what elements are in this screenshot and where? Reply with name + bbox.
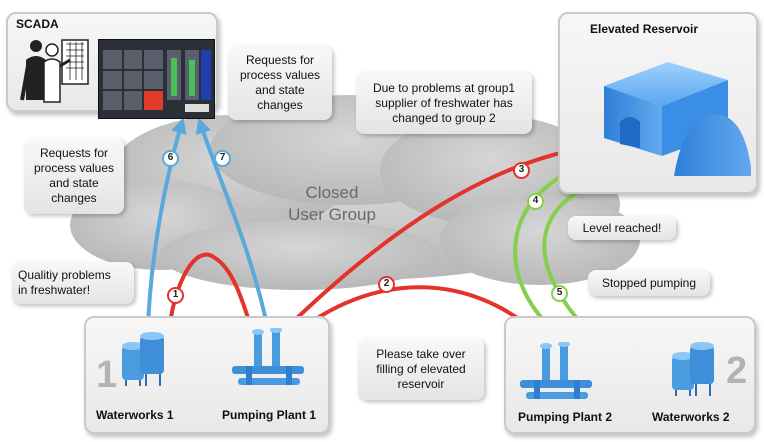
pumping-plant-1-label: Pumping Plant 1: [222, 408, 317, 422]
callout-line: supplier of freshwater has: [375, 95, 513, 110]
reservoir-panel: Elevated Reservoir: [558, 12, 758, 194]
step-badge-4: 4: [527, 193, 544, 210]
callout-line: and state: [255, 83, 305, 97]
callout-quality: Qualitiy problems in freshwater!: [12, 262, 134, 304]
scada-panel: SCADA: [6, 12, 218, 119]
callout-group-change: Due to problems at group1 supplier of fr…: [356, 72, 532, 134]
pumping-plant-2-label: Pumping Plant 2: [518, 410, 613, 424]
callout-stopped-pumping: Stopped pumping: [588, 270, 710, 296]
callout-line: reservoir: [397, 376, 445, 391]
tanks-icon: [672, 342, 714, 396]
scada-operators-icon: [20, 39, 89, 103]
callout-takeover: Please take over filling of elevated res…: [358, 338, 484, 400]
reservoir-title: Elevated Reservoir: [590, 22, 699, 36]
arrow-7: [195, 117, 274, 335]
waterworks-1-label: Waterworks 1: [96, 408, 174, 422]
callout-line: changes: [257, 98, 303, 112]
callout-requests-top: Requests for process values and state ch…: [228, 46, 332, 120]
group-number-1: 1: [96, 354, 118, 396]
callout-line: process values: [33, 161, 115, 175]
callout-requests-left: Requests for process values and state ch…: [24, 138, 124, 214]
step-badge-5: 5: [551, 285, 568, 302]
callout-line: Requests for: [39, 146, 109, 160]
pipe-manifold-icon: [520, 342, 592, 399]
cloud-label: Closed User Group: [272, 182, 392, 226]
callout-line: changed to group 2: [392, 110, 496, 125]
callout-line: Requests for: [245, 53, 315, 67]
arrow-2: [298, 285, 541, 337]
callout-line: Please take over: [376, 346, 466, 361]
step-badge-7: 7: [214, 150, 231, 167]
arrow-3: [295, 144, 578, 320]
cloud-label-line-2: User Group: [288, 205, 376, 224]
callout-line: in freshwater!: [18, 283, 91, 297]
arrow-6: [140, 117, 187, 335]
step-badge-1: 1: [167, 287, 184, 304]
group-number-2: 2: [726, 350, 748, 392]
reservoir-building-icon: [604, 62, 751, 176]
callout-line: Due to problems at group1: [372, 80, 516, 95]
step-badge-6: 6: [162, 150, 179, 167]
callout-line: process values: [239, 68, 321, 82]
waterworks-2-label: Waterworks 2: [652, 410, 730, 424]
cloud-label-line-1: Closed: [305, 183, 359, 202]
scada-title: SCADA: [16, 17, 59, 31]
pipe-manifold-icon: [232, 328, 304, 385]
callout-line: changes: [51, 191, 97, 205]
callout-line: filling of elevated: [376, 361, 466, 376]
callout-line: and state: [49, 176, 99, 190]
tanks-icon: [122, 332, 164, 386]
group2-panel: 2 Pumping Plant 2 Waterworks 2: [504, 316, 756, 434]
callout-level-reached: Level reached!: [568, 216, 676, 240]
step-badge-2: 2: [378, 276, 395, 293]
callout-line: Qualitiy problems: [18, 268, 111, 282]
group1-panel: 1 Waterworks 1 Pumping Plant 1: [84, 316, 330, 434]
scada-screen-icon: [98, 39, 215, 119]
step-badge-3: 3: [513, 162, 530, 179]
